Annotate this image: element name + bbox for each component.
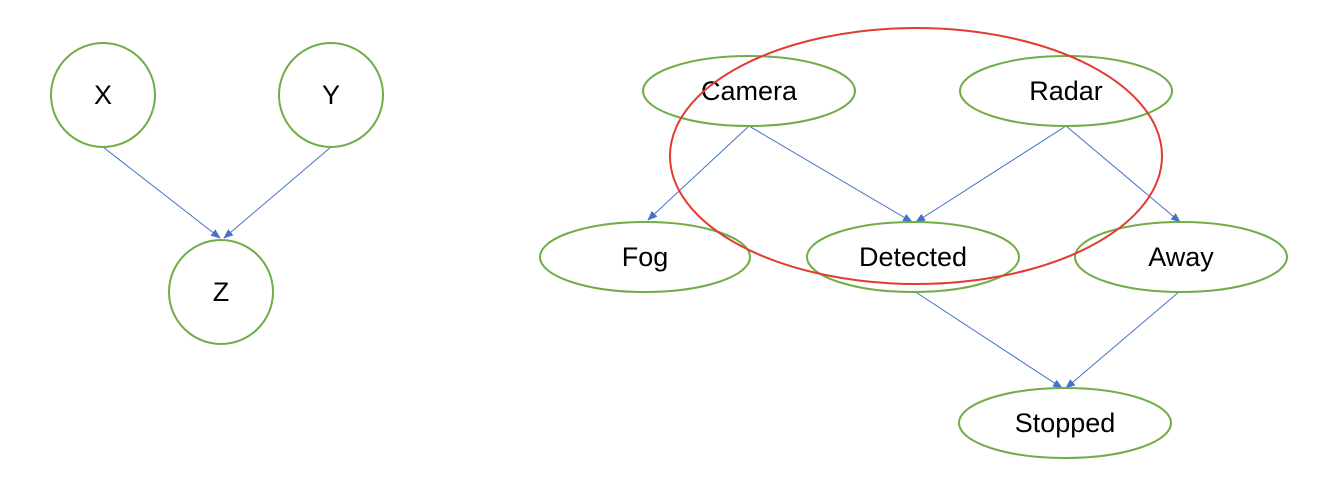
edge-y-to-z — [223, 146, 332, 239]
node-fog: Fog — [539, 221, 751, 293]
edge-x-to-z — [102, 146, 221, 239]
node-z: Z — [168, 239, 274, 345]
edge-camera-to-detected — [748, 125, 913, 223]
node-y: Y — [278, 42, 384, 148]
left-diagram: X Y Z — [50, 42, 384, 345]
node-z-label: Z — [213, 277, 230, 307]
node-away: Away — [1074, 221, 1288, 293]
edge-radar-to-detected — [915, 125, 1067, 223]
node-x-label: X — [94, 80, 112, 110]
node-radar-label: Radar — [1029, 76, 1103, 106]
node-detected-label: Detected — [859, 242, 967, 272]
node-fog-label: Fog — [622, 242, 669, 272]
right-diagram: Camera Radar Fog Detected Away Stopped — [539, 27, 1288, 459]
highlight-ellipse — [669, 27, 1163, 285]
node-x: X — [50, 42, 156, 148]
node-camera-label: Camera — [701, 76, 798, 106]
node-radar: Radar — [959, 55, 1173, 127]
node-stopped: Stopped — [958, 387, 1172, 459]
node-detected: Detected — [806, 221, 1020, 293]
edge-camera-to-fog — [647, 125, 750, 221]
node-stopped-label: Stopped — [1015, 408, 1116, 438]
edge-away-to-stopped — [1065, 290, 1181, 389]
edge-radar-to-away — [1065, 125, 1181, 223]
node-camera: Camera — [642, 55, 856, 127]
edge-detected-to-stopped — [913, 290, 1063, 389]
node-away-label: Away — [1148, 242, 1214, 272]
node-y-label: Y — [322, 80, 340, 110]
